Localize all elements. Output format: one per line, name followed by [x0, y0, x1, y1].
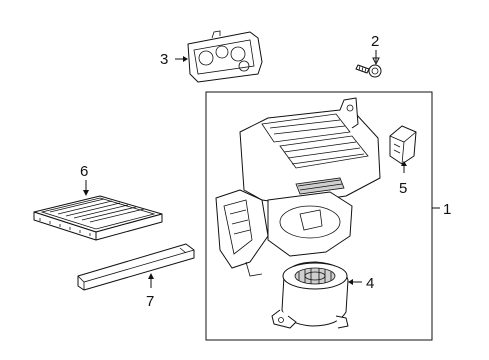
bracket-part-3 [175, 30, 263, 83]
callout-3-label: 3 [160, 51, 168, 68]
filter-part-6 [33, 180, 163, 241]
screw-part-2 [355, 50, 382, 78]
housing-part-1 [215, 97, 381, 277]
callout-5-label: 5 [399, 180, 407, 197]
cover-part-7 [77, 243, 195, 291]
callout-2-label: 2 [371, 33, 379, 50]
assembly-frame [205, 91, 433, 341]
callout-7-label: 7 [146, 293, 154, 310]
callout-4-label: 4 [366, 275, 374, 292]
module-part-5 [389, 125, 417, 173]
callout-1-label: 1 [443, 201, 451, 218]
callout-6-label: 6 [80, 163, 88, 180]
blower-motor-part-4 [271, 261, 362, 329]
